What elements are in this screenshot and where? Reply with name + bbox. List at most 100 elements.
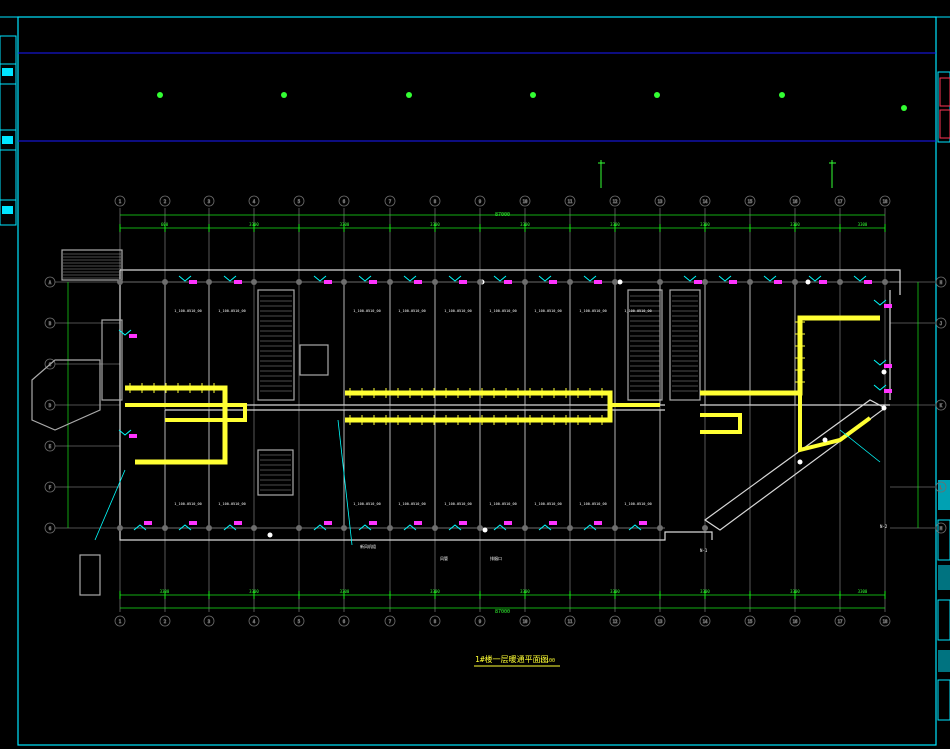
overall-dimension-top: 87000 [495,212,510,218]
axis-label-bottom: 1 [119,619,122,624]
axis-bubble-top [474,195,486,207]
column [296,279,302,285]
axis-bubble-top [203,195,215,207]
column [702,279,708,285]
axis-label-bottom: 2 [164,619,167,624]
room-annotations: 1_100-0510_00 1_100-0510_00 1_100-0510_00 1… [174,309,888,561]
axis-bubble-left [44,276,56,288]
room-label-north: 1_100-0510_00 [174,309,201,313]
fan-coil-unit [763,275,782,284]
dim-text-top: 3300 [858,222,868,227]
duct-fittings [129,321,805,425]
column [567,525,573,531]
drawing-title: 1#楼一层暖通平面图 [475,654,549,664]
fan-coil-unit [538,521,557,531]
dim-text-top: 3300 [520,222,530,227]
axis-bubble-top [384,195,396,207]
column [792,279,798,285]
fan-coil-unit [538,275,557,284]
dim-text-top: 3300 [610,222,620,227]
axis-label-top: 18 [883,199,888,204]
axis-bubble-bottom [474,615,486,627]
column [251,279,257,285]
dim-text-top: 3300 [340,222,350,227]
leader-lines [94,419,881,546]
fan-coil-unit [313,521,332,531]
fan-coil-unit [178,275,197,284]
diffuser-dot [797,459,803,465]
column [477,525,483,531]
axis-bubble-bottom [203,615,215,627]
room-label-north: 1_100-0510_00 [218,309,245,313]
axis-label-top: 13 [658,199,663,204]
axis-bubble-bottom [114,615,126,627]
axis-bubble-bottom [293,615,305,627]
axis-label-bottom: 6 [343,619,346,624]
axis-bubble-right [935,317,947,329]
stair-hatching [63,253,698,491]
axis-bubble-bottom [744,615,756,627]
room-label-north: 1_100-0510_00 [353,309,380,313]
axis-bubble-top [834,195,846,207]
room-label-north: 1_100-0510_00 [444,309,471,313]
diffuser-dot [881,369,887,375]
axis-label-right: K [940,403,943,408]
axis-bubble-bottom [159,615,171,627]
column [432,279,438,285]
axis-bubble-right [935,276,947,288]
axis-bubble-right [935,399,947,411]
axis-label-top: 8 [434,199,437,204]
axis-bubble-top [338,195,350,207]
axis-bubble-top [248,195,260,207]
annotation-note: N-1 [700,548,708,553]
axis-label-bottom: 17 [838,619,843,624]
axis-bubble-left [44,399,56,411]
axis-label-top: 4 [253,199,256,204]
column [296,525,302,531]
column [251,525,257,531]
fan-coil-unit [873,384,892,393]
axis-bubble-right [935,522,947,534]
dim-text-top: 3300 [430,222,440,227]
column [432,525,438,531]
axis-bubble-bottom [338,615,350,627]
axis-label-top: 3 [208,199,211,204]
column [206,279,212,285]
column [117,279,123,285]
column [162,279,168,285]
dim-text-top: 3300 [700,222,710,227]
axis-label-top: 7 [389,199,392,204]
column [657,279,663,285]
fan-coil-unit [583,275,602,284]
dim-text-bottom: 3300 [520,589,530,594]
axis-bubble-left [44,317,56,329]
column [206,525,212,531]
diffuser-dot [482,527,488,533]
axis-bubble-right [935,481,947,493]
diffuser-dot [881,405,887,411]
dim-text-bottom: 3300 [700,589,710,594]
dim-text-bottom: 3300 [160,589,170,594]
axis-label-left: G [49,526,52,531]
room-label-north: 1_100-0510_00 [579,309,606,313]
axis-label-top: 11 [568,199,573,204]
column [387,279,393,285]
axis-bubble-top [879,195,891,207]
column [117,525,123,531]
annotation-note: N-2 [880,524,888,529]
axis-bubble-bottom [789,615,801,627]
room-label-north: 1_100-0510_00 [534,309,561,313]
left-title-strip [0,35,17,226]
axis-bubble-bottom [248,615,260,627]
fan-coil-unit [358,275,377,284]
axis-label-top: 15 [748,199,753,204]
axis-label-top: 12 [613,199,618,204]
fan-coil-unit [118,329,137,338]
axis-bubble-left [44,522,56,534]
axis-label-bottom: 13 [658,619,663,624]
annotation-note: 风管 [440,555,448,561]
axis-label-top: 14 [703,199,708,204]
column [702,525,708,531]
axis-bubble-bottom [384,615,396,627]
